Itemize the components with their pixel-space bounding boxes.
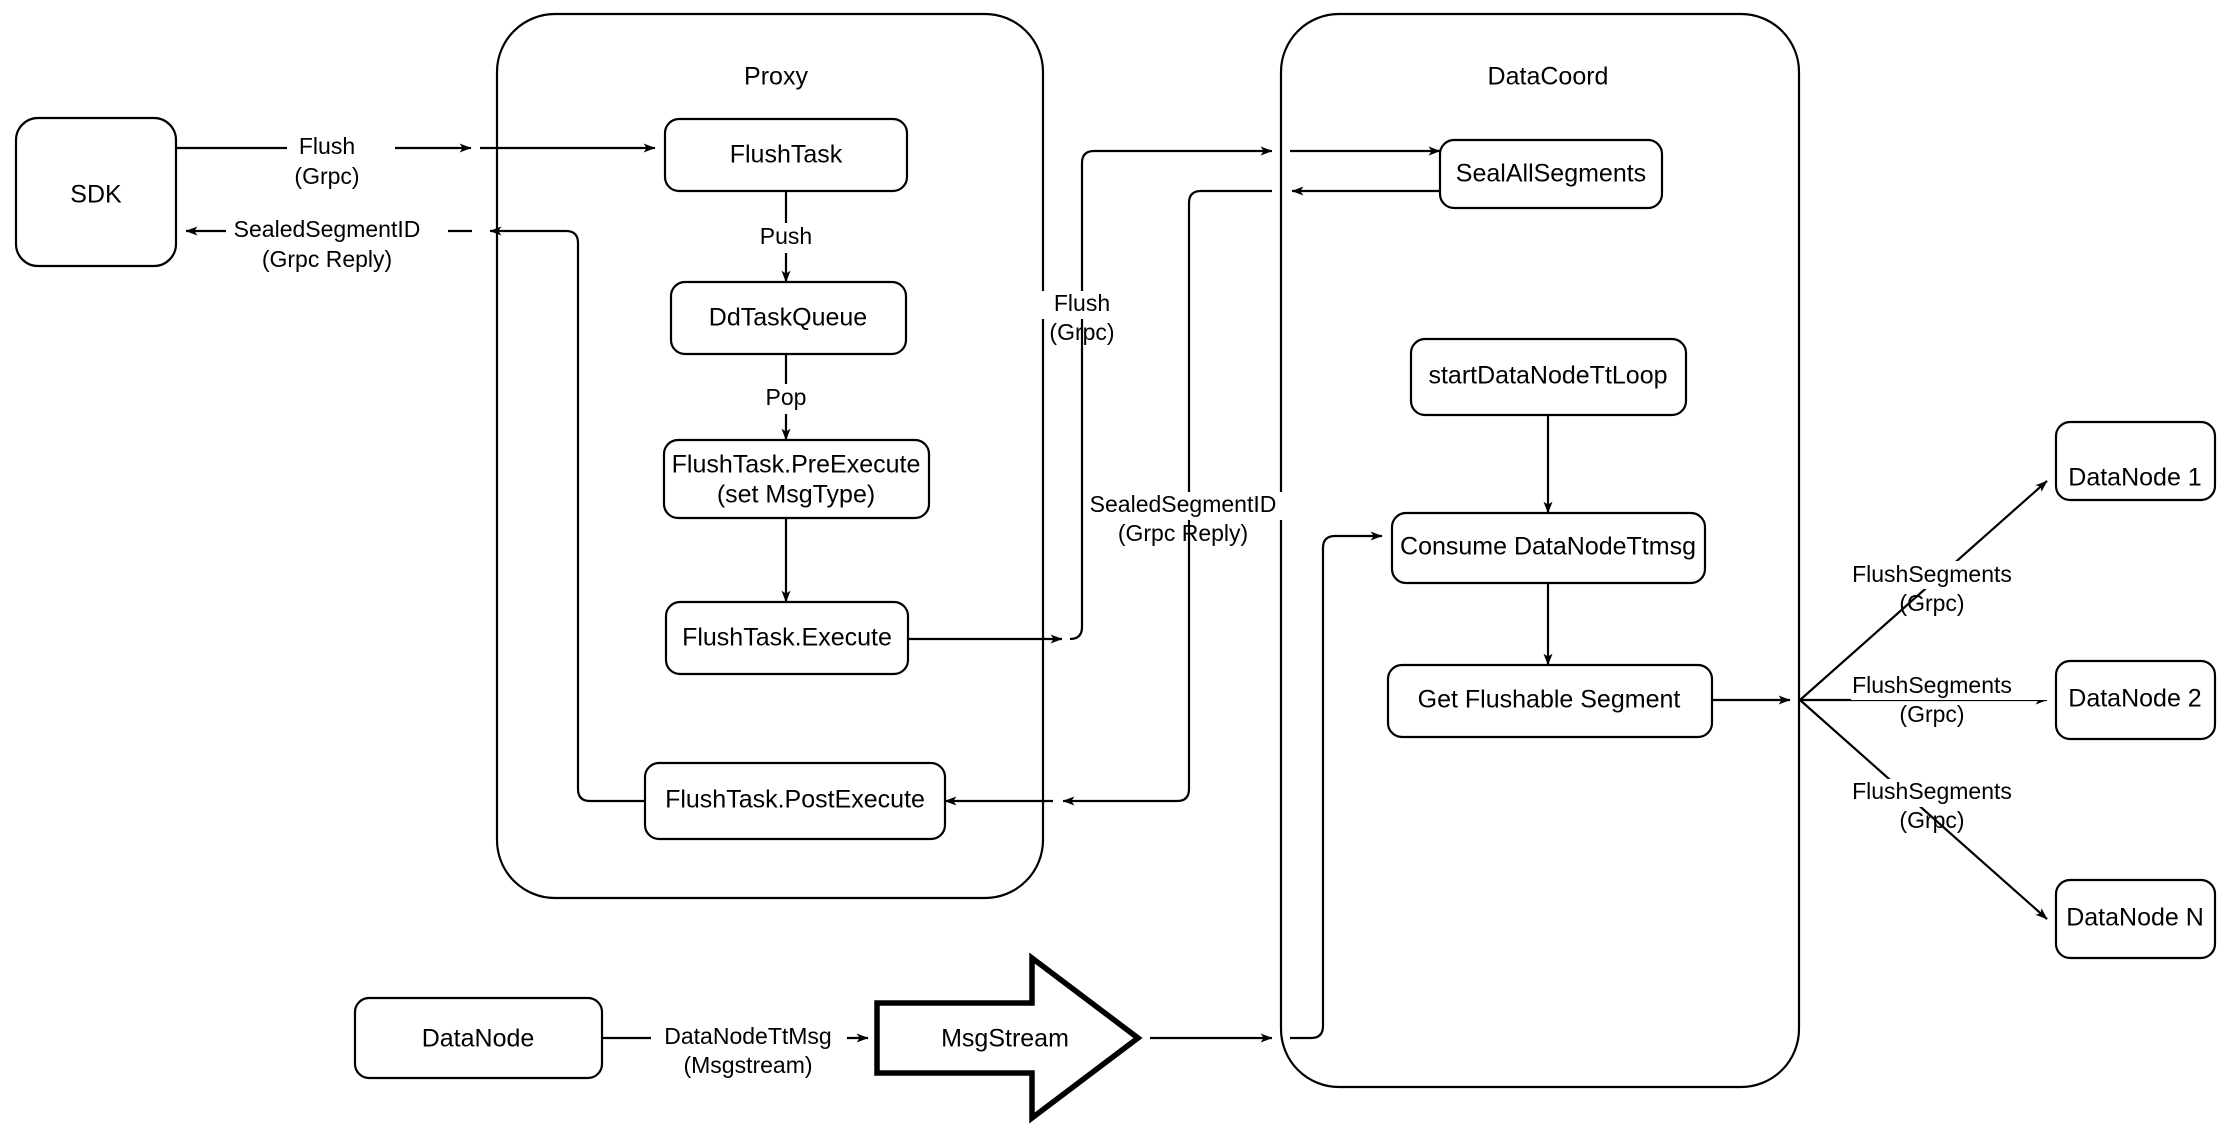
node-msgstream[interactable]: MsgStream [874, 952, 1143, 1124]
pop-label: Pop [766, 384, 807, 410]
proxy-container-title: Proxy [744, 63, 808, 91]
datanodeN-box[interactable] [2054, 878, 2217, 960]
label-sdk-flush: Flush (Grpc) [287, 133, 395, 189]
sealallsegments-label: SealAllSegments [1456, 160, 1646, 188]
label-push: Push [748, 223, 824, 253]
getflushable-box[interactable] [1386, 663, 1714, 739]
node-get-flushable-segment[interactable]: Get Flushable Segment [1386, 663, 1714, 739]
flushsegments1-line1: FlushSegments [1852, 561, 2012, 587]
label-flushsegments-2: FlushSegments (Grpc) [1851, 672, 2048, 727]
node-datanode-bottom[interactable]: DataNode [353, 996, 604, 1080]
flushsegmentsN-line1: FlushSegments [1852, 778, 2012, 804]
label-proxy-flush-grpc: Flush (Grpc) [1034, 290, 1130, 345]
msgstream-label: MsgStream [941, 1025, 1069, 1053]
datacoord-container-border [1279, 12, 1801, 1089]
sealallsegments-box[interactable] [1438, 138, 1664, 210]
container-proxy: Proxy [495, 12, 1045, 900]
proxy-flush-line1: Flush [1054, 290, 1110, 316]
edge-flush-grpc-route-to-datacoord [1069, 146, 1273, 641]
sdk-label: SDK [70, 181, 122, 209]
proxy-reply-line1: SealedSegmentID [1090, 491, 1277, 517]
node-seal-all-segments[interactable]: SealAllSegments [1438, 138, 1664, 210]
edge-fanout-to-datanode1 [1799, 480, 2048, 701]
node-flush-task[interactable]: FlushTask [663, 117, 909, 193]
datanode-bottom-label: DataNode [422, 1025, 535, 1053]
node-consume-datanode-ttmsg[interactable]: Consume DataNodeTtmsg [1390, 511, 1707, 585]
edge-datacoord-boundary-to-consumettmsg [1290, 531, 1383, 1040]
preexecute-label-line2: (set MsgType) [717, 481, 875, 509]
node-datanode-1[interactable]: DataNode 1 [2054, 420, 2217, 502]
ddtaskqueue-label: DdTaskQueue [709, 304, 867, 332]
sdk-flush-line2: (Grpc) [294, 163, 359, 189]
proxy-flush-line2: (Grpc) [1049, 319, 1114, 345]
node-start-datanode-tt-loop[interactable]: startDataNodeTtLoop [1409, 337, 1688, 417]
ttmsg-line2: (Msgstream) [683, 1052, 812, 1078]
label-proxy-sealedsegmentid: SealedSegmentID (Grpc Reply) [1088, 491, 1290, 546]
node-datanode-2[interactable]: DataNode 2 [2054, 659, 2217, 741]
datanodeN-label: DataNode N [2066, 904, 2204, 932]
node-dd-task-queue[interactable]: DdTaskQueue [669, 280, 908, 356]
node-flushtask-execute[interactable]: FlushTask.Execute [664, 600, 910, 676]
datanode2-label: DataNode 2 [2068, 685, 2201, 713]
node-flushtask-postexecute[interactable]: FlushTask.PostExecute [643, 761, 947, 841]
execute-label: FlushTask.Execute [682, 624, 892, 652]
edge-fanout-to-datanodeN [1799, 699, 2048, 920]
sdk-reply-line1: SealedSegmentID [234, 216, 421, 242]
preexecute-label-line1: FlushTask.PreExecute [672, 451, 921, 479]
flushsegments2-line1: FlushSegments [1852, 672, 2012, 698]
ttmsg-line1: DataNodeTtMsg [664, 1023, 831, 1049]
container-datacoord: DataCoord [1279, 12, 1801, 1089]
ddtaskqueue-box[interactable] [669, 280, 908, 356]
push-label: Push [760, 223, 812, 249]
node-datanode-n[interactable]: DataNode N [2054, 878, 2217, 960]
flushsegments1-line2: (Grpc) [1899, 590, 1964, 616]
datanode-bottom-box[interactable] [353, 996, 604, 1080]
postexecute-box[interactable] [643, 761, 947, 841]
getflushable-label: Get Flushable Segment [1418, 686, 1681, 714]
flushtask-label: FlushTask [730, 141, 843, 169]
flushsegments2-line2: (Grpc) [1899, 701, 1964, 727]
datacoord-container-title: DataCoord [1488, 63, 1609, 91]
sdk-box[interactable] [14, 116, 178, 268]
consumettmsg-box[interactable] [1390, 511, 1707, 585]
consumettmsg-label: Consume DataNodeTtmsg [1400, 533, 1696, 561]
execute-box[interactable] [664, 600, 910, 676]
flushtask-box[interactable] [663, 117, 909, 193]
sdk-flush-line1: Flush [299, 133, 355, 159]
datanode2-box[interactable] [2054, 659, 2217, 741]
preexecute-box[interactable] [662, 438, 931, 520]
msgstream-block-arrow[interactable] [874, 952, 1143, 1124]
postexecute-label: FlushTask.PostExecute [665, 786, 925, 814]
label-sdk-reply: SealedSegmentID (Grpc Reply) [226, 216, 448, 272]
flushsegmentsN-line2: (Grpc) [1899, 807, 1964, 833]
datanode1-label: DataNode 1 [2068, 464, 2201, 492]
edge-postexecute-to-proxy-boundary [489, 226, 645, 803]
label-datanode-ttmsg: DataNodeTtMsg (Msgstream) [651, 1023, 847, 1078]
datanode1-box[interactable] [2054, 420, 2217, 502]
startttloop-label: startDataNodeTtLoop [1428, 362, 1667, 390]
sdk-reply-line2: (Grpc Reply) [262, 246, 392, 272]
proxy-container-border [495, 12, 1045, 900]
startttloop-box[interactable] [1409, 337, 1688, 417]
node-flushtask-preexecute[interactable]: FlushTask.PreExecute (set MsgType) [662, 438, 931, 520]
label-pop: Pop [752, 384, 820, 414]
node-sdk[interactable]: SDK [14, 116, 178, 268]
proxy-reply-line2: (Grpc Reply) [1118, 520, 1248, 546]
label-flushsegments-1: FlushSegments (Grpc) [1851, 561, 2048, 616]
label-flushsegments-n: FlushSegments (Grpc) [1851, 778, 2048, 833]
